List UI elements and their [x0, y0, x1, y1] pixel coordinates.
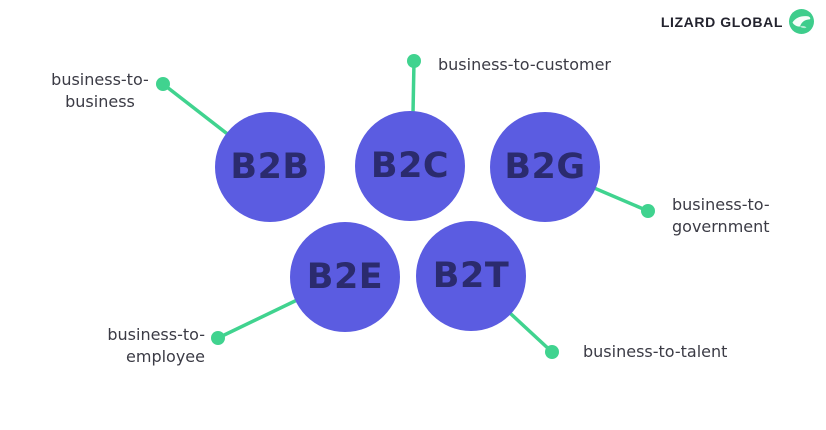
label-line: business	[65, 92, 135, 111]
label-b2b: business-to- business	[25, 69, 175, 113]
node-b2g-abbr: B2G	[504, 147, 586, 187]
connector-dot-b2t	[545, 345, 559, 359]
label-line: business-to-	[107, 325, 205, 344]
label-line: government	[672, 217, 770, 236]
label-b2t: business-to-talent	[583, 341, 727, 363]
node-b2b: B2B	[215, 112, 325, 222]
label-line: business-to-	[51, 70, 149, 89]
logo: LIZARD GLOBAL	[661, 9, 814, 34]
connector-dot-b2c	[407, 54, 421, 68]
connector-dot-b2b	[156, 77, 170, 91]
node-b2c-abbr: B2C	[370, 146, 450, 186]
connector-dot-b2e	[211, 331, 225, 345]
node-b2b-abbr: B2B	[230, 147, 310, 187]
logo-text: LIZARD GLOBAL	[660, 13, 783, 30]
label-line: business-to-	[672, 195, 770, 214]
label-line: employee	[126, 347, 205, 366]
node-b2e-abbr: B2E	[306, 257, 384, 297]
node-b2e: B2E	[290, 222, 400, 332]
label-line: business-to-talent	[583, 342, 728, 361]
node-b2g: B2G	[490, 112, 600, 222]
node-b2c: B2C	[355, 111, 465, 221]
lizard-icon	[789, 9, 814, 34]
label-b2g: business-to- government	[672, 194, 770, 238]
connector-dot-b2g	[641, 204, 655, 218]
node-b2t: B2T	[416, 221, 526, 331]
node-b2t-abbr: B2T	[432, 256, 510, 296]
label-line: business-to-customer	[438, 55, 611, 74]
label-b2c: business-to-customer	[438, 54, 611, 76]
label-b2e: business-to- employee	[45, 324, 205, 368]
